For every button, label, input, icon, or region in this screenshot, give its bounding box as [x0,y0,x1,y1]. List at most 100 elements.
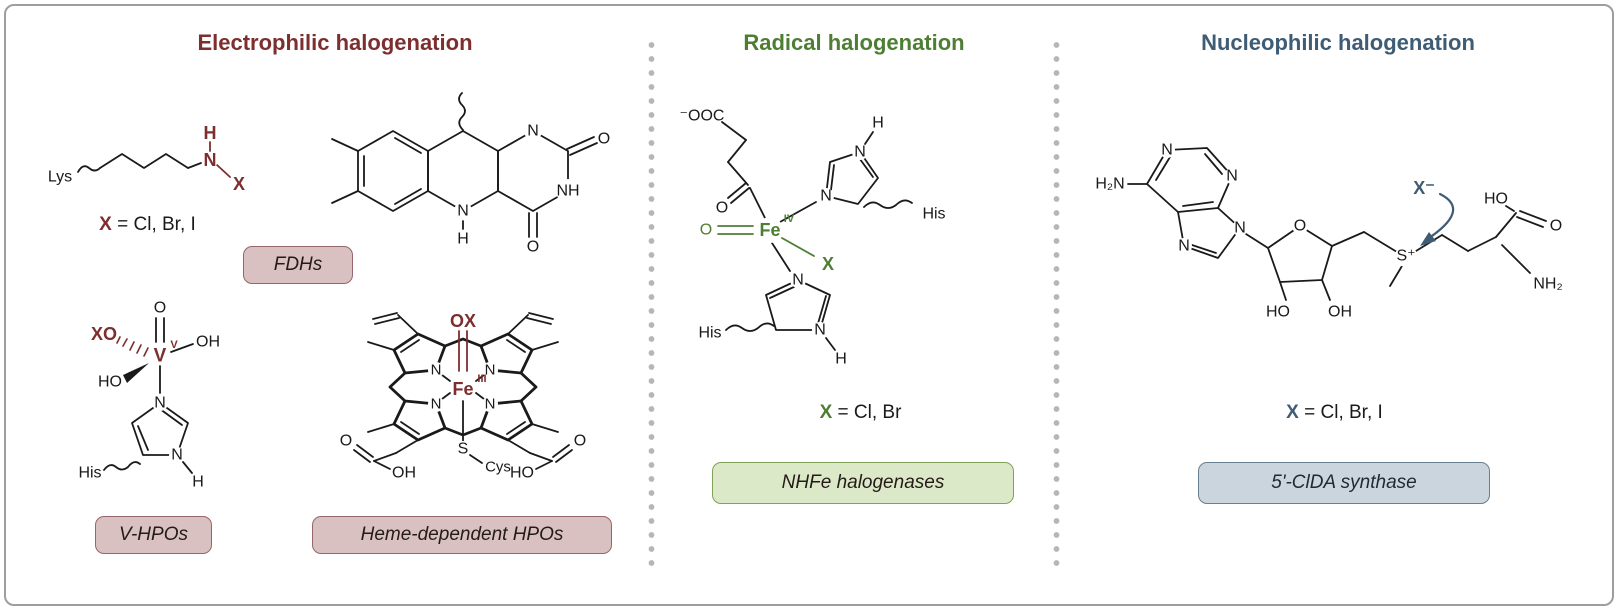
section-title-electrophilic: Electrophilic halogenation [197,30,473,55]
imidazole-n-label: N [154,395,166,412]
section-separator-right [1053,38,1060,572]
imidazole-nh-label: N [171,447,183,464]
caption-x: X [1286,402,1299,423]
x-atom-label: X [822,254,834,274]
s-atom-label: S [458,441,469,458]
n5-atom-label: N [457,203,469,220]
squiggle-bond [725,322,775,332]
o-top-atom-label: O [154,300,166,317]
imidazole-n-upper-label: N [820,188,832,205]
lys-residue-label: Lys [48,169,72,186]
radical-x-caption: X = Cl, Br [668,402,1053,424]
n-tl-atom-label: N [431,362,442,379]
section-title-radical: Radical halogenation [743,30,965,55]
section-title-nucleophilic: Nucleophilic halogenation [1201,30,1475,55]
caption-x: X [99,214,112,235]
fe-atom-label: Fe [452,379,473,399]
caption-rest: = Cl, Br, I [111,214,196,235]
nhfe-halogenases-badge: NHFe halogenases [712,462,1014,504]
imidazole-h-upper-label: H [872,115,884,132]
nucleophilic-x-caption: X = Cl, Br, I [1072,402,1597,424]
squiggle-bond [103,461,141,471]
o2-atom-label: O [598,131,610,148]
ribose-oh-label: OH [1328,304,1352,321]
section-separator-left [648,38,655,572]
heme-hpos-badge: Heme-dependent HPOs [312,516,612,554]
xo-atom-label: XO [91,324,117,344]
ribose-ho-label: HO [1266,304,1290,321]
cys-residue-label: Cys [485,459,511,476]
heme-structure: OX Fe III N N N N O OH HO O S Cys [340,311,586,482]
bonds [103,317,194,474]
imidazole-n-lower-label: N [792,272,804,289]
ox-atom-label: OX [450,311,476,331]
nhfe-structure: ⁻OOC O O Fe IV X N N H His N N H His [680,108,946,368]
adenine-n9-label: N [1234,220,1246,237]
bonds [77,141,231,178]
caption-x: X [819,402,833,423]
x-atom-label: X [233,174,245,194]
v-atom-label: V [154,346,167,367]
arrowhead [1420,232,1436,246]
imidazole-h-label: H [192,474,204,491]
vanadium-structure: O XO V V OH HO N N H His [78,300,220,491]
x-nucleophile-label: X⁻ [1413,178,1435,198]
h5-atom-label: H [457,231,469,248]
adenine-n7-label: N [1178,238,1190,255]
vhpos-badge: V-HPOs [95,516,212,554]
bonds [1127,147,1547,301]
n-br-atom-label: N [485,396,496,413]
ho-atom-label: HO [98,374,122,391]
adenine-n3-label: N [1226,168,1238,185]
o-right-atom-label: O [574,433,586,450]
carboxylate-label: ⁻OOC [680,108,725,125]
bonds [353,312,573,470]
clda-synthase-badge: 5'-ClDA synthase [1198,462,1490,504]
imidazole-h-lower-label: H [835,351,847,368]
o4-atom-label: O [527,239,539,256]
lysine-structure: Lys H N X [48,123,245,194]
oh-left-atom-label: OH [392,465,416,482]
bonds [717,121,913,351]
o-left-atom-label: O [340,433,352,450]
ho-right-atom-label: HO [510,465,534,482]
acid-o-label: O [1550,218,1562,235]
h-atom-label: H [204,123,217,143]
sam-structure: H₂N N N N N O HO OH X⁻ S⁺ HO O NH₂ [1095,142,1562,321]
figure-frame [4,4,1614,606]
ketone-o-label: O [716,200,728,217]
imidazole-nh-lower-label: N [814,322,826,339]
caption-rest: = Cl, Br, I [1298,402,1383,423]
n1-atom-label: N [527,123,539,140]
squiggle-bond [77,165,101,173]
v-oxidation-state: V [170,339,178,351]
ribose-o-label: O [1294,218,1306,235]
his-lower-label: His [698,325,721,342]
n-bl-atom-label: N [431,396,442,413]
acid-ho-label: HO [1484,191,1508,208]
amino-label: NH₂ [1533,276,1562,293]
his-upper-label: His [922,206,945,223]
wedge-bond [123,363,149,383]
curved-arrow [1424,192,1455,242]
oh-atom-label: OH [196,334,220,351]
imidazole-nh-upper-label: N [854,144,866,161]
fdhs-badge: FDHs [243,246,353,284]
fe-oxidation-state: III [477,373,486,385]
flavin-structure: N O NH O N H [331,92,610,256]
n-tr-atom-label: N [485,362,496,379]
adenine-n1-label: N [1161,142,1173,159]
caption-rest: = Cl, Br [832,402,902,423]
fe-atom-label: Fe [759,220,780,240]
amine-label: H₂N [1095,176,1124,193]
n3h-atom-label: NH [556,183,579,200]
hashed-wedge-bond [116,336,149,357]
oxo-o-label: O [700,222,712,239]
sulfonium-label: S⁺ [1396,248,1415,265]
squiggle-bond [863,199,913,209]
bonds [331,92,598,238]
n-atom-label: N [204,150,217,170]
fe-oxidation-state: IV [784,213,795,225]
his-residue-label: His [78,465,101,482]
